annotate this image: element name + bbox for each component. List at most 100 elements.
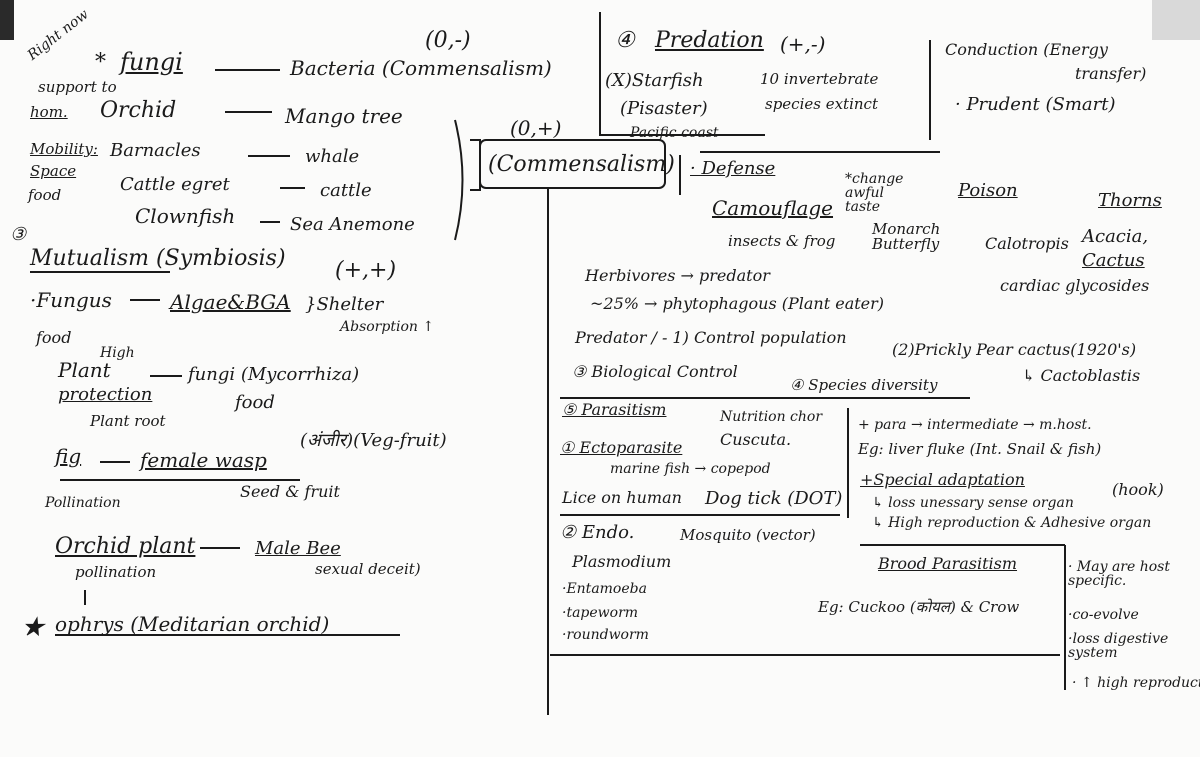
support-label: support to <box>38 78 117 96</box>
pollination-label: Pollination <box>45 495 121 511</box>
prickly-pear-label: (2)Prickly Pear cactus(1920's) <box>892 340 1137 359</box>
anemone-label: Sea Anemone <box>290 214 415 235</box>
food2-label: food <box>235 392 275 413</box>
absorption-label: Absorption ↑ <box>340 319 435 335</box>
endo-label: ② Endo. <box>560 522 635 543</box>
bacteria-label: Bacteria (Commensalism) <box>290 56 552 80</box>
lice-label: Lice on human <box>562 488 682 507</box>
camouflage-label: Camouflage <box>712 196 834 220</box>
coast-label: Pacific coast <box>630 125 719 141</box>
hook-label: (hook) <box>1112 480 1164 499</box>
orchid-plant-label: Orchid plant <box>55 534 196 559</box>
barnacles-label: Barnacles <box>110 140 201 161</box>
sign-0-plus: (0,+) <box>510 116 562 140</box>
mutualism-num: ③ <box>10 224 27 245</box>
loss-sense-label: ↳ loss unessary sense organ <box>872 495 1074 511</box>
thorns-label: Thorns <box>1098 190 1162 211</box>
sign-0-minus: (0,-) <box>425 28 471 53</box>
high-label: High <box>100 345 135 361</box>
extinct-label: species extinct <box>765 95 878 113</box>
mango-label: Mango tree <box>285 104 403 128</box>
cattle-egret-label: Cattle egret <box>120 174 230 195</box>
orchid-label: Orchid <box>100 98 177 123</box>
predation-title: Predation <box>655 28 764 53</box>
dog-tick-label: Dog tick (DOT) <box>705 488 843 509</box>
species-diversity-label: ④ Species diversity <box>790 376 938 394</box>
clownfish-label: Clownfish <box>135 204 236 228</box>
high-repro2-label: · ↑ high reproduction <box>1072 675 1200 691</box>
cactus-label: Cactus <box>1082 250 1145 271</box>
prudent-label: · Prudent (Smart) <box>955 94 1116 115</box>
protection-label: protection <box>58 384 153 405</box>
change-taste-label: *change awful taste <box>845 171 904 215</box>
fig-label: fig <box>55 444 82 468</box>
sexual-deceit-label: sexual deceit) <box>315 560 421 578</box>
fungi-star: * <box>95 50 106 75</box>
may-host-label: · May are host specific. <box>1068 559 1170 589</box>
roundworm-label: ·roundworm <box>562 627 649 643</box>
monarch-label: Monarch Butterfly <box>872 220 941 253</box>
parasitism-title: ⑤ Parasitism <box>562 400 667 419</box>
seed-fruit-label: Seed & fruit <box>240 482 340 501</box>
poison-label: Poison <box>958 180 1018 201</box>
female-wasp-label: female wasp <box>140 448 267 472</box>
cuckoo-label: Eg: Cuckoo (कोयल) & Crow <box>818 598 1020 616</box>
mobility-label: Mobility: <box>30 140 98 158</box>
nutrition-label: Nutrition chor <box>720 409 823 425</box>
mutualism-food: food <box>36 328 72 347</box>
invertebrate-label: 10 invertebrate <box>760 70 879 88</box>
entamoeba-label: ·Entamoeba <box>562 581 647 597</box>
shelter-label: }Shelter <box>305 294 384 315</box>
commensalism-label: (Commensalism) <box>488 152 675 177</box>
mutualism-sign: (+,+) <box>335 258 397 283</box>
acacia-label: Acacia, <box>1082 226 1149 247</box>
special-adaptation-label: +Special adaptation <box>860 470 1025 489</box>
brood-label: Brood Parasitism <box>878 554 1018 573</box>
phytophagous-label: ~25% → phytophagous (Plant eater) <box>590 294 885 313</box>
mosquito-label: Mosquito (vector) <box>680 526 816 544</box>
host-label: hom. <box>30 103 68 121</box>
herbivores-label: Herbivores → predator <box>585 266 770 285</box>
food-label: food <box>28 186 62 204</box>
star-icon: ★ <box>22 612 44 641</box>
liver-fluke-label: Eg: liver fluke (Int. Snail & fish) <box>858 440 1102 458</box>
predator-role-label: Predator / - 1) Control population <box>575 328 847 347</box>
defense-title: · Defense <box>690 158 776 179</box>
algae-label: Algae&BGA <box>170 290 291 314</box>
ectoparasite-label: ① Ectoparasite <box>560 438 683 457</box>
male-bee-label: Male Bee <box>255 538 341 559</box>
coevolve-label: ·co-evolve <box>1068 607 1139 623</box>
pisaster-label: (Pisaster) <box>620 98 708 119</box>
scan-edge-right <box>1152 0 1200 40</box>
cardiac-label: cardiac glycosides <box>1000 276 1150 295</box>
insects-frog-label: insects & frog <box>728 232 836 250</box>
cuscuta-label: Cuscuta. <box>720 430 792 449</box>
para-inter-label: + para → intermediate → m.host. <box>858 417 1092 433</box>
mutualism-title: Mutualism (Symbiosis) <box>30 246 286 271</box>
tapeworm-label: ·tapeworm <box>562 605 639 621</box>
pollination2-label: pollination <box>75 563 157 581</box>
whale-label: whale <box>305 146 360 167</box>
scan-edge-left <box>0 0 14 40</box>
marine-fish-label: marine fish → copepod <box>610 461 771 477</box>
transfer-label: transfer) <box>1075 64 1147 83</box>
conduction-label: Conduction (Energy <box>945 40 1108 59</box>
loss-digest-label: ·loss digestive system <box>1068 631 1169 661</box>
calotropis-label: Calotropis <box>985 234 1069 253</box>
hindi-label: (अंजीर)(Veg-fruit) <box>300 430 447 451</box>
fungi-title: fungi <box>120 48 183 76</box>
high-repro-label: ↳ High reproduction & Adhesive organ <box>872 515 1152 531</box>
mycorrhiza-label: fungi (Mycorrhiza) <box>188 364 360 385</box>
plasmodium-label: Plasmodium <box>572 552 672 571</box>
cattle-label: cattle <box>320 180 372 201</box>
ophrys-label: ophrys (Meditarian orchid) <box>55 612 330 636</box>
fungus-label: ·Fungus <box>30 288 112 312</box>
predation-num: ④ <box>615 28 635 53</box>
starfish-label: (X)Starfish <box>605 70 704 91</box>
cactoblastis-label: ↳ Cactoblastis <box>1022 366 1141 385</box>
bio-control-label: ③ Biological Control <box>572 362 738 381</box>
plant-label: Plant <box>58 358 111 382</box>
space-label: Space <box>30 162 77 180</box>
predation-sign: (+,-) <box>780 32 826 56</box>
